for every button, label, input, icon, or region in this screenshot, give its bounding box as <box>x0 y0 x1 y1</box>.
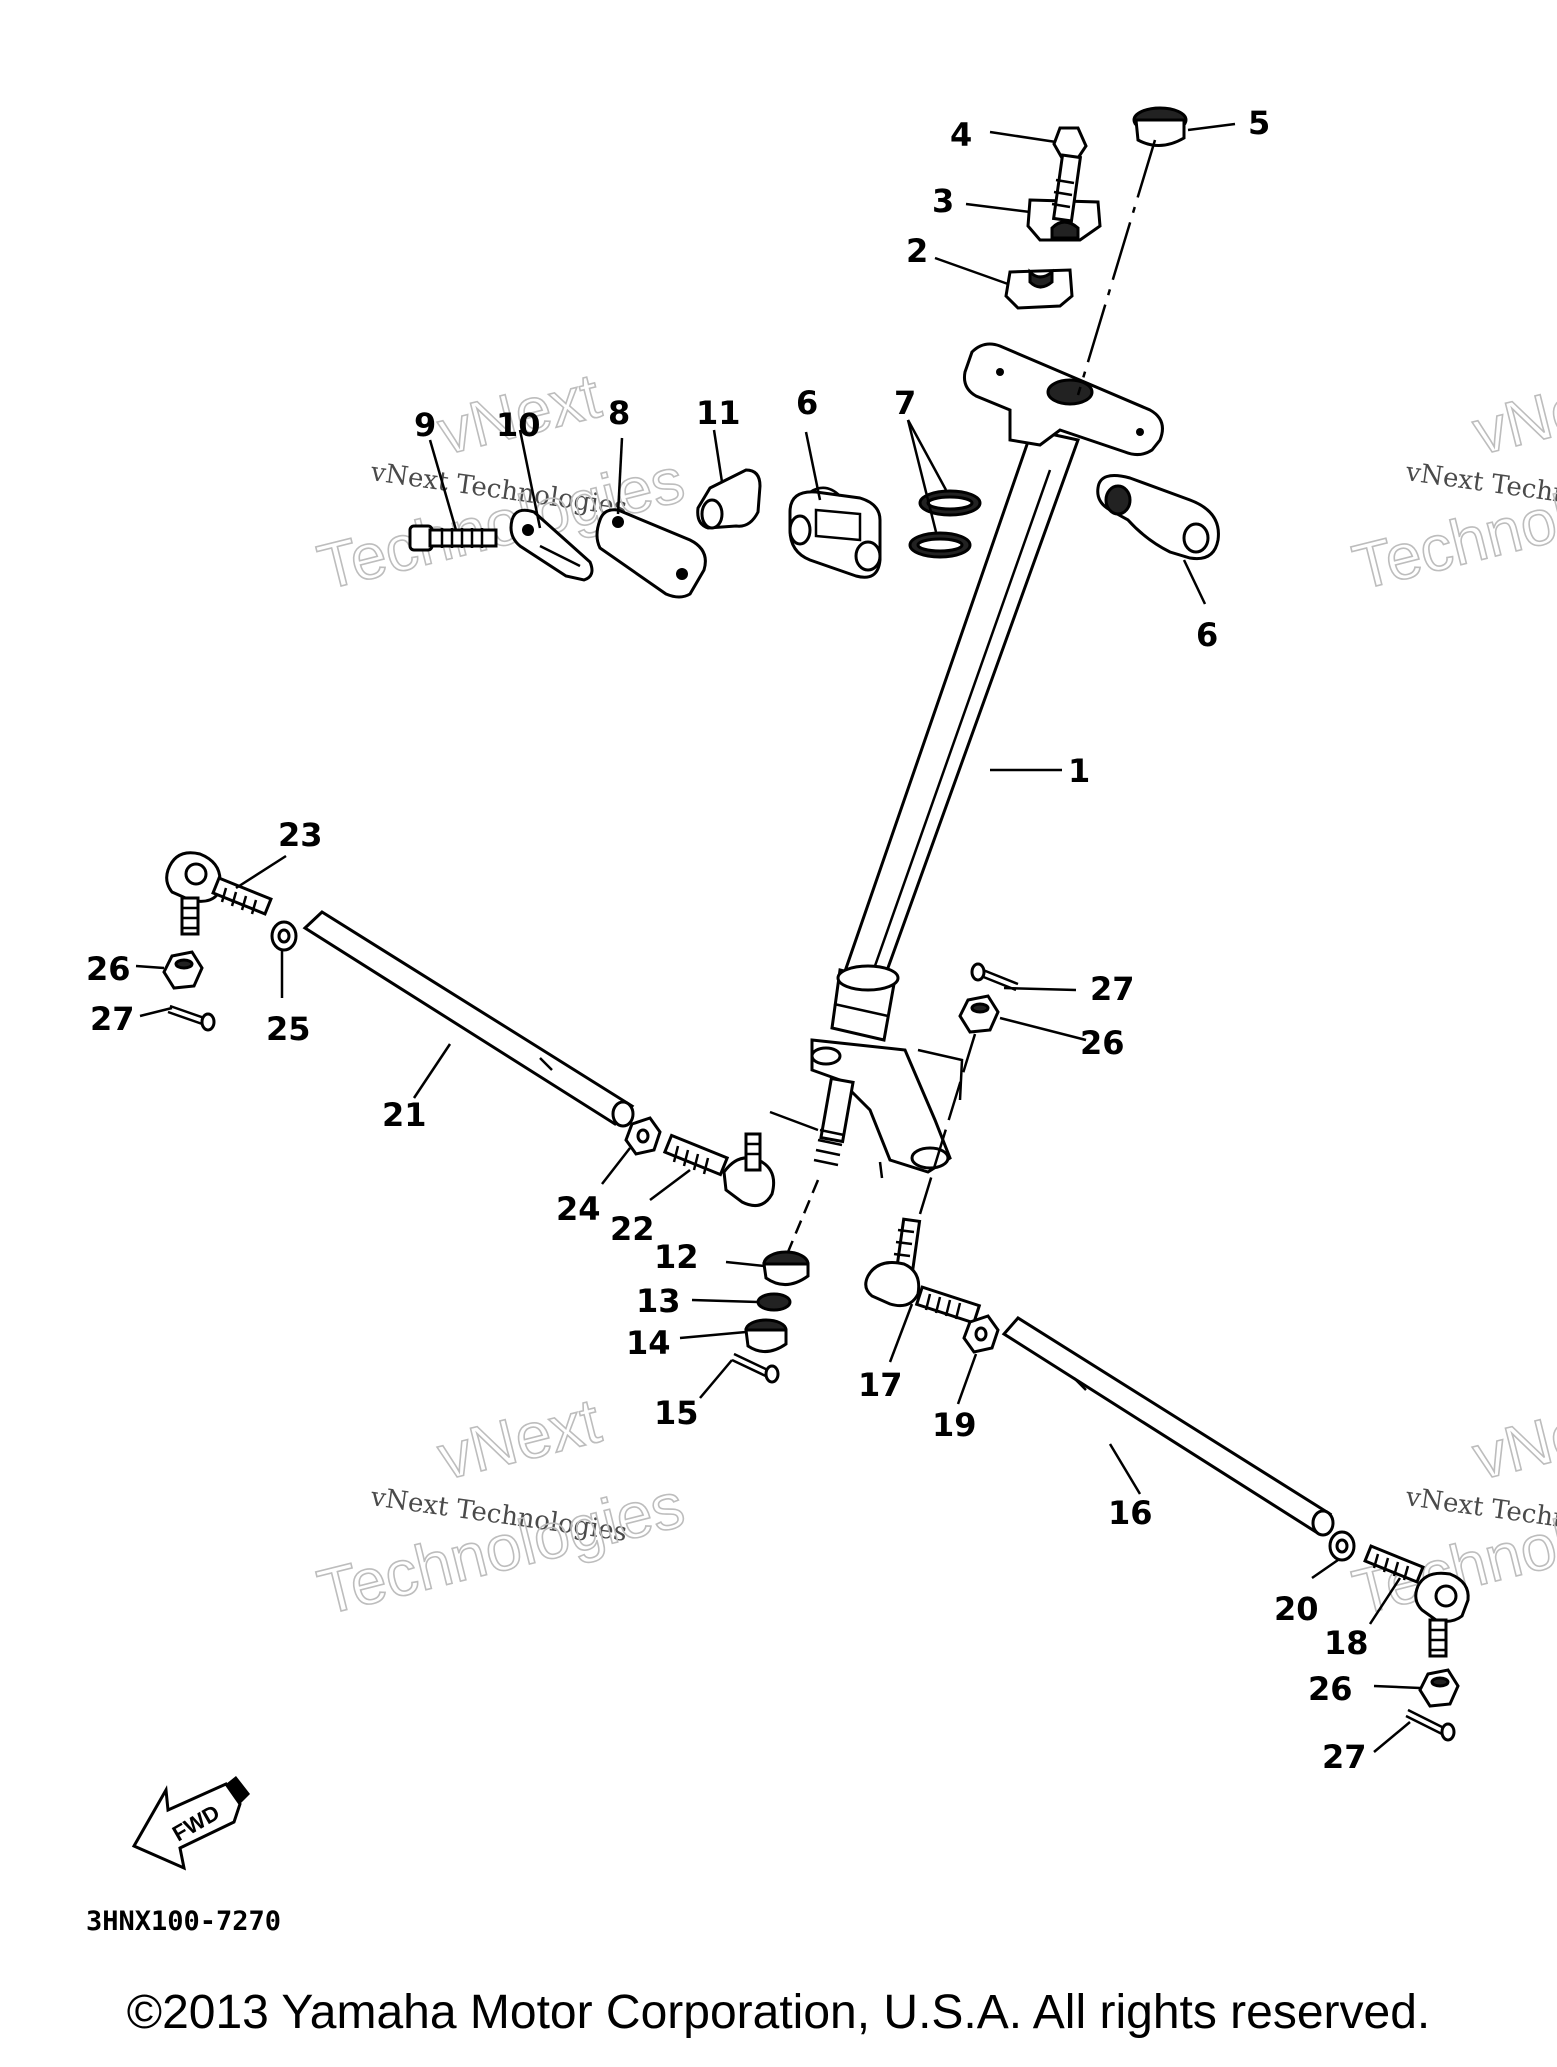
nut-26-right-bottom <box>1418 1668 1460 1708</box>
nut-14 <box>744 1318 788 1353</box>
callout-11: 11 <box>696 394 741 432</box>
callout-27-right-mid: 27 <box>1090 970 1135 1008</box>
callout-24: 24 <box>556 1190 601 1228</box>
leader-lines <box>135 122 1421 1753</box>
cotter-pin-15 <box>731 1352 780 1384</box>
callout-13: 13 <box>636 1282 681 1320</box>
callout-15: 15 <box>654 1394 699 1432</box>
callout-6-right: 6 <box>1196 616 1218 654</box>
plate <box>595 508 707 599</box>
callout-10: 10 <box>496 406 541 444</box>
jam-nut-24 <box>624 1116 662 1156</box>
steering-shaft <box>769 428 1080 1179</box>
watermark-big-bottom: Technologies <box>311 1468 691 1628</box>
callout-26-right-mid: 26 <box>1080 1024 1125 1062</box>
tie-rod-left <box>302 910 635 1128</box>
tie-rod-end-17 <box>864 1217 982 1325</box>
callout-20: 20 <box>1274 1590 1319 1628</box>
fwd-arrow-icon: FWD <box>131 1776 250 1871</box>
callout-22: 22 <box>610 1210 655 1248</box>
cotter-pin-left <box>167 1004 216 1032</box>
watermark-right-top: vNext vNext Technologies Technologies <box>1345 358 1557 604</box>
alignment-lines <box>786 139 1157 1253</box>
nut-26-right-mid <box>958 994 1000 1034</box>
diagram-code: 3HNX100-7270 <box>86 1906 281 1937</box>
cotter-pin-right-bottom <box>1405 1708 1456 1742</box>
jam-nut-25 <box>270 920 298 952</box>
locking-plate <box>509 508 594 582</box>
tie-rod-end-left <box>165 851 273 936</box>
callout-16: 16 <box>1108 1494 1153 1532</box>
callout-1: 1 <box>1068 752 1090 790</box>
callout-26-left: 26 <box>86 950 131 988</box>
callout-8: 8 <box>608 394 630 432</box>
callout-17: 17 <box>858 1366 903 1404</box>
collar-right <box>1096 474 1220 561</box>
collar-left <box>788 486 882 579</box>
tie-rod-end-18 <box>1363 1544 1470 1658</box>
callout-4: 4 <box>950 116 972 154</box>
callout-27-right-bottom: 27 <box>1322 1738 1367 1776</box>
bolt <box>1051 126 1088 223</box>
collar-tube <box>696 468 762 530</box>
callout-3: 3 <box>932 182 954 220</box>
upper-bracket-plate <box>963 342 1164 457</box>
jam-nut-19 <box>962 1314 1000 1354</box>
washer-12 <box>762 1250 810 1286</box>
cotter-pin-right-mid <box>970 962 1019 992</box>
callout-26-right-bottom: 26 <box>1308 1670 1353 1708</box>
callout-14: 14 <box>626 1324 671 1362</box>
callout-25: 25 <box>266 1010 311 1048</box>
callout-7: 7 <box>894 384 916 422</box>
bolt-small <box>408 524 498 552</box>
callout-labels: 1 2 3 4 5 6 6 7 8 9 10 11 12 13 14 15 16… <box>86 104 1369 1776</box>
tie-rod-end-22 <box>662 1132 776 1208</box>
callout-23: 23 <box>278 816 323 854</box>
callout-6-left: 6 <box>796 384 818 422</box>
callout-5: 5 <box>1248 104 1270 142</box>
handlebar-holder-lower <box>1004 268 1074 310</box>
callout-9: 9 <box>414 406 436 444</box>
callout-18: 18 <box>1324 1624 1369 1662</box>
nut-26-left <box>162 950 204 990</box>
washer-13 <box>756 1292 792 1312</box>
callout-19: 19 <box>932 1406 977 1444</box>
bushings <box>908 489 982 559</box>
watermark-big-top: vNext <box>431 1384 607 1493</box>
callout-21: 21 <box>382 1096 427 1134</box>
callout-27-left: 27 <box>90 1000 135 1038</box>
cap <box>1132 106 1188 147</box>
watermark-big-top: vNext <box>1466 1384 1557 1493</box>
callout-12: 12 <box>654 1238 699 1276</box>
jam-nut-20 <box>1328 1530 1356 1562</box>
callout-2: 2 <box>906 232 928 270</box>
watermark-big-top: vNext <box>1466 359 1557 468</box>
tie-rod-right <box>1001 1316 1335 1537</box>
watermark-left-bottom: vNext vNext Technologies Technologies <box>310 1383 692 1629</box>
copyright-notice: ©2013 Yamaha Motor Corporation, U.S.A. A… <box>126 1986 1431 2039</box>
parts-diagram: vNext vNext Technologies Technologies vN… <box>86 104 1557 1937</box>
